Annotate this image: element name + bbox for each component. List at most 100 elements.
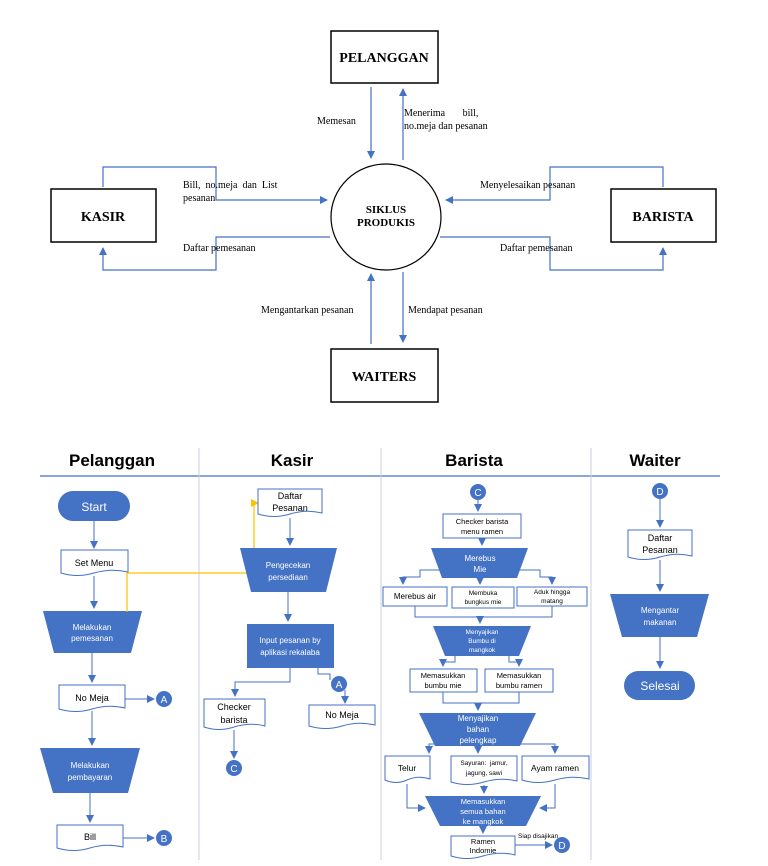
flow-bahan-ayam [515,743,559,754]
entity-waiters-box [330,348,439,403]
memasukkan-bumbu-ramen-label-1: Memasukkan [497,671,542,680]
flow-bumbu-ramen [508,656,523,667]
flow-yellow-to-daftar [126,499,259,612]
connector-c-kasir [226,760,242,776]
entity-pelanggan-label: PELANGGAN [339,51,428,66]
no-meja-kasir-label: No Meja [325,710,359,720]
label-menerima-1: Menerima bill, [404,108,478,119]
flow-merebus-aduk [517,569,556,585]
label-menerima-2: no.meja dan pesanan [404,121,488,132]
no-meja-label: No Meja [75,693,109,703]
membuka-bungkus-label-2: bungkus mie [465,599,502,606]
set-menu-document [60,549,129,576]
connector-c-kasir-label: C [230,764,237,775]
melakukan-pembayaran-label-1: Melakukan [71,761,110,770]
process-circle [330,163,442,271]
label-menyelesaikan: Menyelesaikan pesanan [480,180,575,191]
menyajikan-bahan-label-1: Menyajikan [458,714,498,723]
selesai-label: Selesai [640,679,679,693]
telur-label: Telur [398,763,417,773]
label-bill-1: Bill, no.meja dan List [183,180,278,191]
memasukkan-semua-label-2: semua bahan [460,807,505,816]
merebus-mie-label-2: Mie [474,565,487,574]
ramen-indomie-label-1: Ramen [471,837,495,846]
sayuran-document [450,755,518,785]
mengantar-makanan-label-2: makanan [644,618,677,627]
daftar-pesanan-label-1: Daftar [278,491,303,501]
connector-d-waiter-label: D [656,487,663,498]
menyajikan-bahan-label-3: pelengkap [460,736,497,745]
membuka-bungkus-box [451,586,515,609]
label-mendapat: Mendapat pesanan [408,305,483,316]
merebus-mie-shape [431,548,528,578]
flow-merebus-air [399,569,442,585]
melakukan-pembayaran-label-2: pembayaran [68,773,112,782]
checker-barista-label-2: barista [220,715,247,725]
entity-kasir-label: KASIR [81,210,126,225]
connector-c-barista-label: C [474,488,481,499]
memasukkan-semua-label-1: Memasukkan [461,797,506,806]
input-pesanan-process [247,624,334,668]
input-pesanan-label-2: aplikasi rekalaba [260,648,320,657]
merebus-mie-label-1: Merebus [464,554,495,563]
aduk-label-1: Aduk hingga [534,589,571,596]
connector-a-kasir [331,676,347,692]
lane-header-barista: Barista [445,451,503,470]
label-bill-2: pesanan [183,193,215,204]
label-memesan: Memesan [317,116,356,127]
sayuran-label-2: jagung, sawi [465,770,502,777]
checker-barista-document [203,698,266,730]
connector-d-barista [554,837,570,853]
flow-input-a [317,668,331,680]
flow-bahan-telur [425,743,440,754]
connector-a-pelanggan [156,691,172,707]
ramen-indomie-label-2: Indomie [470,846,497,855]
memasukkan-bumbu-mie-label-2: bumbu mie [424,681,461,690]
process-label-line1: SIKLUS [366,204,406,216]
memasukkan-bumbu-mie-label-1: Memasukkan [421,671,466,680]
pengecekan-shape [240,548,337,592]
connector-a-pelanggan-label: A [161,695,168,706]
waiter-daftar-pesanan-label-1: Daftar [648,533,673,543]
waiter-daftar-pesanan-document [627,529,693,560]
no-meja-kasir-document [308,704,376,729]
siap-disajikan-label: Siap disajikan [518,833,558,840]
flow-aduk-join [480,606,553,618]
menyajikan-bumbu-label-1: Menyajikan [466,629,499,636]
flow-telur-memasukkan [406,784,426,812]
memasukkan-semua-shape [425,796,541,826]
melakukan-pemesanan-label-2: pemesanan [71,634,113,643]
bill-label: Bill [84,832,96,842]
flow-bumbu-mie [439,656,456,667]
pengecekan-label-2: persediaan [268,573,308,582]
entity-barista-box [610,188,717,243]
checker-menu-label-2: menu ramen [461,527,503,536]
memasukkan-semua-label-3: ke mangkok [463,817,504,826]
entity-pelanggan-box [330,30,439,84]
telur-document [384,755,431,783]
arrow-menyelesaikan [445,166,664,204]
menyajikan-bahan-label-2: bahan [467,725,489,734]
mengantar-makanan-label-1: Mengantar [641,606,680,615]
entity-waiters-label: WAITERS [352,370,417,385]
label-mengantarkan: Mengantarkan pesanan [261,305,353,316]
swimlane-flowchart: Pelanggan Kasir Barista Waiter Start Set… [40,448,720,860]
start-label: Start [81,500,107,514]
checker-barista-label-1: Checker [217,702,251,712]
input-pesanan-label-1: Input pesanan by [259,636,320,645]
connector-d-waiter [652,483,668,499]
memasukkan-bumbu-ramen-label-2: bumbu ramen [496,681,542,690]
menyajikan-bumbu-label-2: Bumbu di [468,638,495,645]
connector-b-label: B [161,834,168,845]
selesai-terminator [624,671,695,700]
start-terminator [58,491,130,521]
connector-a-kasir-label: A [336,680,343,691]
no-meja-document [58,684,126,712]
mengantar-makanan-shape [610,594,709,637]
connector-b [156,830,172,846]
flow-ramen-join [478,692,520,704]
arrow-daftar-barista [440,236,667,271]
menyajikan-bumbu-label-3: mangkok [469,647,496,654]
flow-to-menyajikan-bahan [442,692,482,711]
